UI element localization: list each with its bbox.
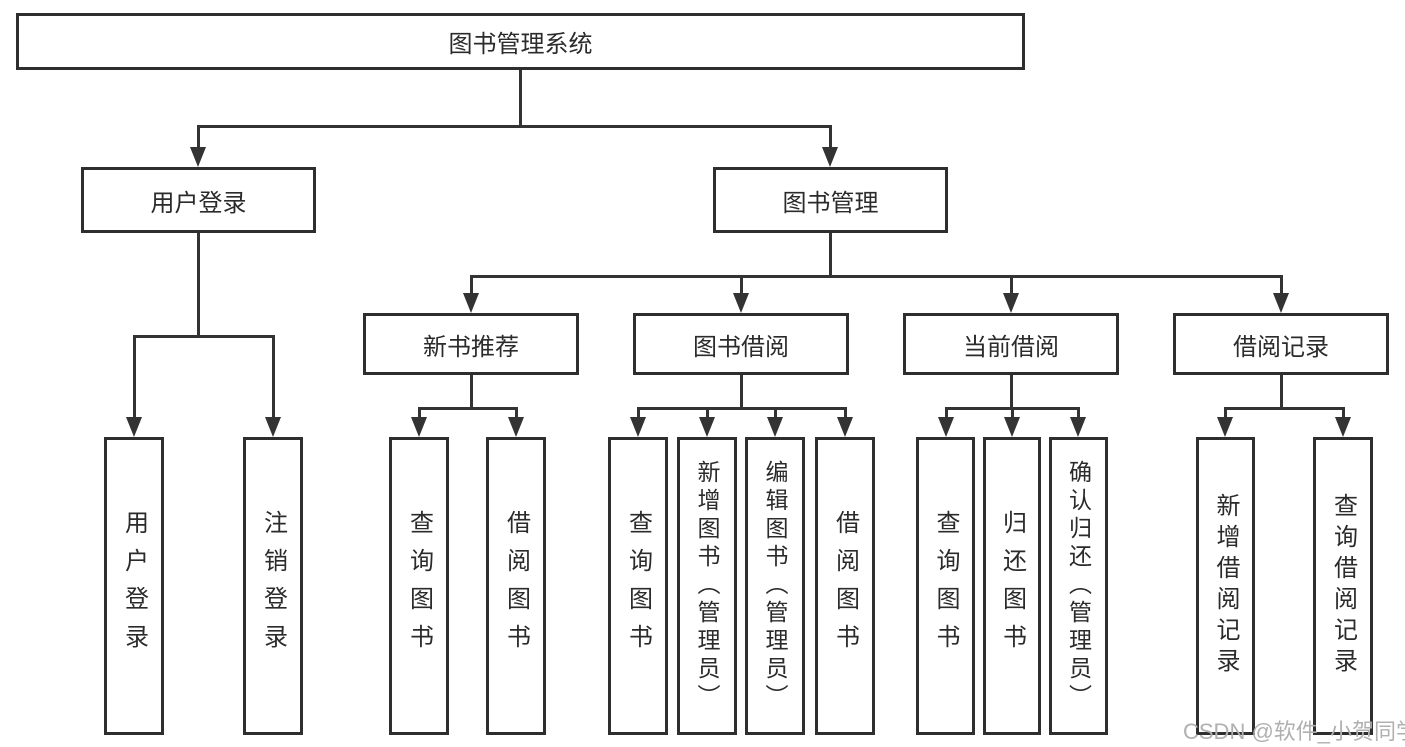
connector-line: [844, 407, 847, 419]
connector-line: [1224, 407, 1345, 410]
arrow-down-icon: [1335, 417, 1351, 437]
watermark: CSDN @软件_小贺同学: [1183, 719, 1405, 744]
node-book-management: 图书管理: [713, 167, 948, 233]
node-leaf-query-borrow-record: 查询借阅记录: [1313, 437, 1373, 735]
node-leaf-add-borrow-record: 新增借阅记录: [1196, 437, 1255, 735]
arrow-down-icon: [837, 417, 853, 437]
connector-line: [1010, 375, 1013, 409]
connector-line: [133, 335, 275, 338]
connector-line: [706, 407, 709, 419]
connector-line: [418, 407, 421, 419]
arrow-down-icon: [938, 417, 954, 437]
connector-line: [1011, 407, 1014, 419]
connector-line: [637, 407, 640, 419]
arrow-down-icon: [822, 147, 838, 167]
arrow-down-icon: [1273, 293, 1289, 313]
connector-line: [1224, 407, 1227, 419]
arrow-down-icon: [1003, 293, 1019, 313]
connector-line: [740, 375, 743, 409]
connector-line: [1280, 275, 1283, 295]
node-borrowing-records: 借阅记录: [1173, 313, 1389, 375]
node-leaf-borrow-books: 借阅图书: [815, 437, 875, 735]
node-root-system: 图书管理系统: [16, 13, 1025, 70]
connector-line: [774, 407, 777, 419]
arrow-down-icon: [630, 417, 646, 437]
connector-line: [197, 125, 832, 128]
node-user-login: 用户登录: [81, 167, 316, 233]
arrow-down-icon: [1004, 417, 1020, 437]
node-leaf-borrow-books-recommend: 借阅图书: [486, 437, 546, 735]
arrow-down-icon: [1217, 417, 1233, 437]
node-leaf-edit-books-admin: 编辑图书（管理员）: [745, 437, 805, 735]
node-leaf-query-books-recommend: 查询图书: [389, 437, 449, 735]
connector-line: [470, 375, 473, 409]
node-new-book-recommend: 新书推荐: [363, 313, 579, 375]
arrow-down-icon: [508, 417, 524, 437]
connector-line: [1010, 275, 1013, 295]
connector-line: [1280, 375, 1283, 409]
node-leaf-user-login: 用户登录: [104, 437, 164, 735]
connector-line: [197, 125, 200, 149]
arrow-down-icon: [463, 293, 479, 313]
connector-line: [418, 407, 518, 410]
connector-line: [1077, 407, 1080, 419]
connector-line: [272, 335, 275, 419]
node-leaf-confirm-return-admin: 确认归还（管理员）: [1049, 437, 1108, 735]
node-leaf-add-books-admin: 新增图书（管理员）: [677, 437, 737, 735]
connector-line: [829, 125, 832, 149]
arrow-down-icon: [767, 417, 783, 437]
node-leaf-logout: 注销登录: [243, 437, 303, 735]
node-leaf-return-books: 归还图书: [983, 437, 1041, 735]
node-book-borrowing: 图书借阅: [633, 313, 849, 375]
connector-line: [470, 275, 1283, 278]
arrow-down-icon: [265, 417, 281, 437]
node-leaf-query-books-current: 查询图书: [916, 437, 975, 735]
arrow-down-icon: [411, 417, 427, 437]
arrow-down-icon: [126, 417, 142, 437]
arrow-down-icon: [1070, 417, 1086, 437]
arrow-down-icon: [699, 417, 715, 437]
node-leaf-query-books-borrowing: 查询图书: [608, 437, 668, 735]
node-current-borrowing: 当前借阅: [903, 313, 1119, 375]
connector-line: [637, 407, 847, 410]
arrow-down-icon: [190, 147, 206, 167]
connector-line: [515, 407, 518, 419]
connector-line: [197, 233, 200, 337]
connector-line: [133, 335, 136, 419]
connector-line: [1342, 407, 1345, 419]
connector-line: [740, 275, 743, 295]
arrow-down-icon: [733, 293, 749, 313]
connector-line: [470, 275, 473, 295]
connector-line: [519, 70, 522, 127]
connector-line: [829, 233, 832, 277]
connector-line: [945, 407, 948, 419]
